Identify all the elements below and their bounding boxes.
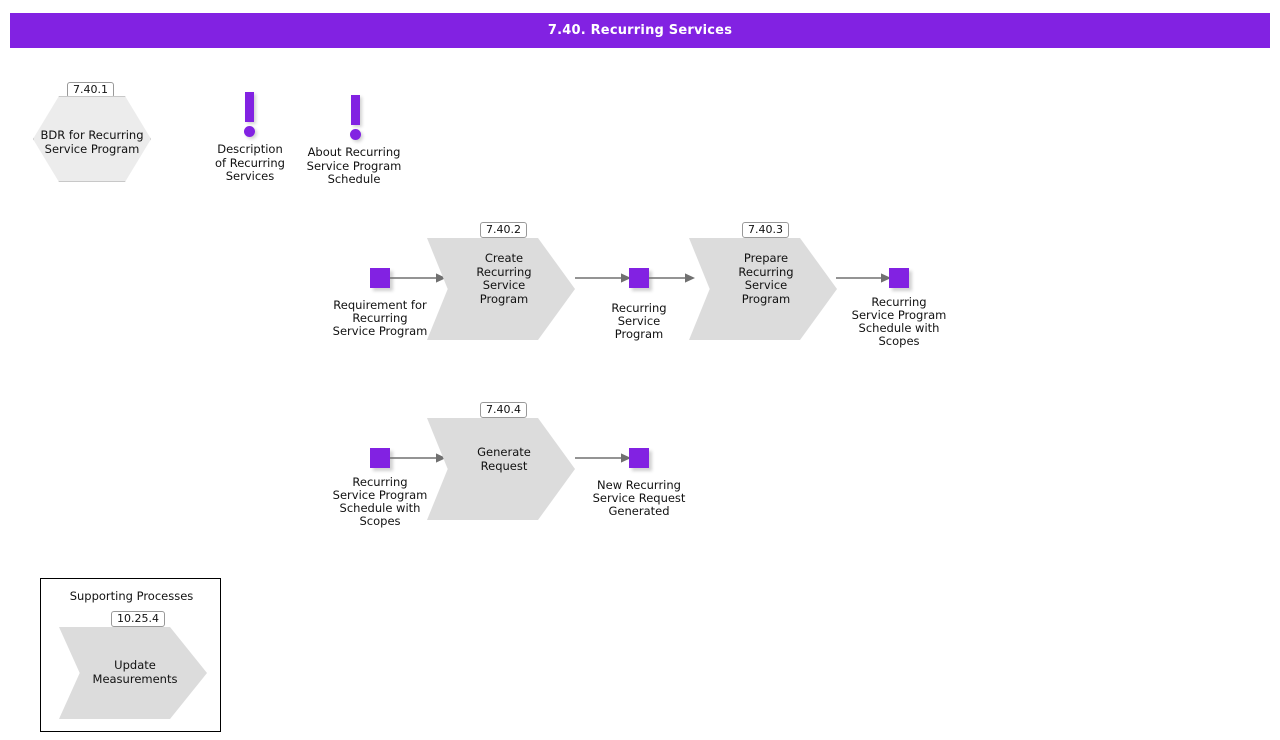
note-label: Description of Recurring Services <box>200 142 300 184</box>
process-id-badge: 7.40.2 <box>480 222 527 238</box>
label-line-3: Service Program <box>332 324 428 338</box>
process-label: Generate Request <box>449 445 559 473</box>
process-label: Update Measurements <box>79 658 191 686</box>
note-label-line-2: of Recurring <box>215 155 285 170</box>
supporting-processes-title: Supporting Processes <box>69 589 194 603</box>
data-object-square[interactable] <box>629 268 649 288</box>
data-object-label: Recurring Service Program <box>579 302 699 341</box>
connector-arrow <box>575 271 631 285</box>
exclamation-dot <box>350 129 361 140</box>
label-line-4: Program <box>479 291 529 306</box>
label-line-1: Recurring <box>871 295 927 309</box>
data-object-square[interactable] <box>370 268 390 288</box>
bdr-hexagon-shape[interactable] <box>33 96 151 182</box>
process-id-badge: 7.40.4 <box>480 402 527 418</box>
data-object-label: New Recurring Service Request Generated <box>569 479 709 518</box>
label-line-3: Program <box>614 327 664 341</box>
bdr-label-line-1: BDR for Recurring <box>40 128 144 142</box>
bdr-label: BDR for Recurring Service Program <box>33 128 151 156</box>
connector-arrow <box>390 451 446 465</box>
exclamation-note-icon[interactable] <box>240 92 260 138</box>
label-line-2: Service <box>617 314 661 328</box>
process-id-badge: 10.25.4 <box>111 611 165 627</box>
label-line-2: Recurring <box>738 264 794 279</box>
label-line-2: Recurring <box>352 311 408 325</box>
note-label: About Recurring Service Program Schedule <box>294 145 414 187</box>
label-line-4: Scopes <box>878 334 920 348</box>
connector-arrow <box>575 451 631 465</box>
exclamation-bar <box>245 92 254 122</box>
connector-arrow <box>649 271 695 285</box>
data-object-square[interactable] <box>889 268 909 288</box>
label-line-1: Generate <box>477 445 531 459</box>
exclamation-note-icon[interactable] <box>346 95 366 141</box>
label-line-1: Prepare <box>743 251 789 265</box>
label-line-3: Service <box>744 278 788 292</box>
label-line-2: Service Program <box>851 308 947 322</box>
label-line-1: Update <box>114 658 156 672</box>
label-line-2: Service Request <box>592 491 686 505</box>
note-label-line-1: About Recurring <box>307 145 401 159</box>
process-label: Create Recurring Service Program <box>449 251 559 306</box>
label-line-3: Service <box>482 278 526 292</box>
process-label: Prepare Recurring Service Program <box>711 251 821 306</box>
label-line-3: Generated <box>608 504 670 518</box>
process-chevron-shape[interactable] <box>689 238 837 340</box>
data-object-square[interactable] <box>629 448 649 468</box>
label-line-2: Service Program <box>332 488 428 502</box>
process-id-badge: 7.40.3 <box>742 222 789 238</box>
label-line-1: Recurring <box>611 301 667 315</box>
note-label-line-1: Description <box>217 142 283 156</box>
label-line-3: Schedule with <box>858 321 940 335</box>
exclamation-bar <box>351 95 360 125</box>
label-line-2: Request <box>480 458 528 473</box>
data-object-square[interactable] <box>370 448 390 468</box>
connector-arrow <box>836 271 891 285</box>
data-object-label: Recurring Service Program Schedule with … <box>310 476 450 528</box>
label-line-1: Recurring <box>352 475 408 489</box>
note-label-line-3: Schedule <box>327 172 381 186</box>
exclamation-dot <box>244 126 255 137</box>
data-object-label: Recurring Service Program Schedule with … <box>829 296 969 348</box>
label-line-4: Scopes <box>359 514 401 528</box>
label-line-1: New Recurring <box>597 478 681 492</box>
page-title: 7.40. Recurring Services <box>547 23 733 38</box>
label-line-1: Requirement for <box>333 298 427 312</box>
page-header-bar: 7.40. Recurring Services <box>10 13 1270 48</box>
note-label-line-3: Services <box>225 169 275 183</box>
supporting-processes-panel: Supporting Processes 10.25.4 Update Meas… <box>40 578 221 732</box>
label-line-4: Program <box>741 291 791 306</box>
process-chevron-shape[interactable] <box>427 238 575 340</box>
process-chevron-shape[interactable] <box>427 418 575 520</box>
bdr-id-badge: 7.40.1 <box>67 82 114 98</box>
bdr-label-line-2: Service Program <box>44 142 140 156</box>
label-line-1: Create <box>484 251 524 265</box>
label-line-2: Measurements <box>92 671 178 686</box>
note-label-line-2: Service Program <box>306 158 402 173</box>
label-line-2: Recurring <box>476 264 532 279</box>
data-object-label: Requirement for Recurring Service Progra… <box>310 299 450 338</box>
label-line-3: Schedule with <box>339 501 421 515</box>
connector-arrow <box>390 271 446 285</box>
